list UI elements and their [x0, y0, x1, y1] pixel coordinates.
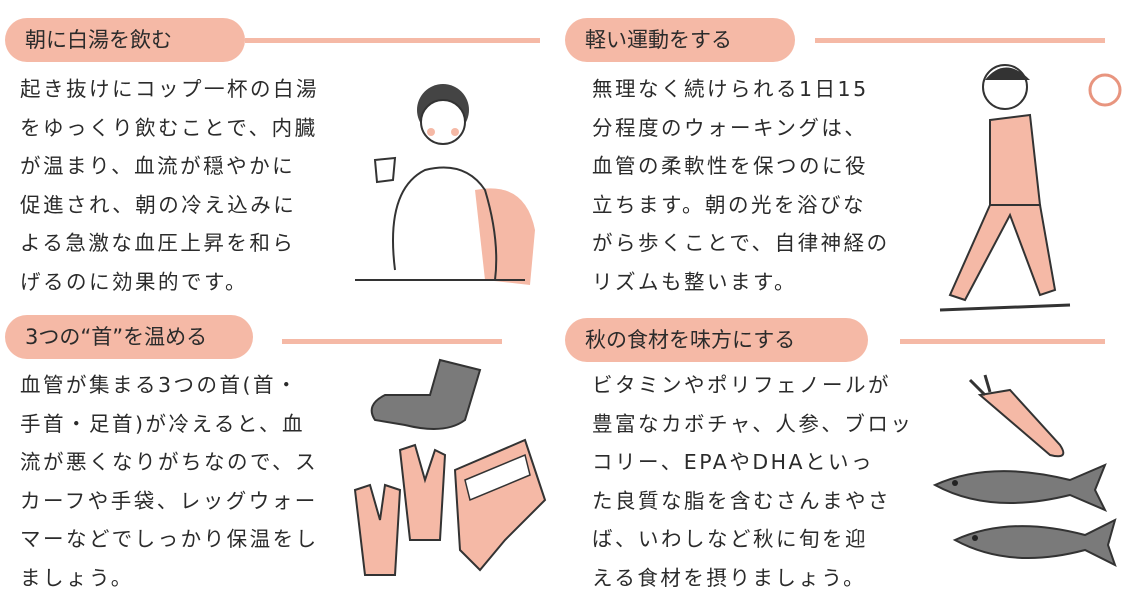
divider — [282, 339, 502, 344]
text-line: コリー、EPAやDHAといっ — [592, 450, 875, 474]
text-line: 血管が集まる3つの首(首・ — [20, 373, 300, 397]
text-line: リズムも整います。 — [592, 269, 797, 294]
text-line: が温まり、血流が穏やかに — [20, 154, 296, 178]
text-line: マーなどでしっかり保温をし — [20, 527, 319, 551]
text-line: ビタミンやポリフェノールが — [592, 373, 891, 397]
text-line: 立ちます。朝の光を浴びな — [592, 192, 866, 217]
carrot-and-fish-illustration — [932, 374, 1117, 567]
divider — [815, 38, 1105, 43]
sock-gloves-scarf-illustration — [353, 358, 547, 576]
section-title-warm-necks: 3つの“首”を温める — [5, 315, 253, 359]
section-title-autumn-food: 秋の食材を味方にする — [565, 318, 868, 362]
text-line: げるのに効果的です。 — [20, 269, 248, 294]
section-body-autumn-food: ビタミンやポリフェノールが 豊富なカボチャ、人参、ブロッ コリー、EPAやDHA… — [592, 366, 913, 597]
section-title-hot-water: 朝に白湯を飲む — [5, 18, 245, 62]
text-line: 促進され、朝の冷え込みに — [20, 192, 297, 217]
text-line: た良質な脂を含むさんまやさ — [592, 488, 891, 513]
text-line: 無理なく続けられる1日15 — [592, 77, 869, 101]
walking-person-illustration — [939, 64, 1122, 312]
text-line: よる急激な血圧上昇を和ら — [20, 231, 296, 255]
text-line: ば、いわしなど秋に旬を迎 — [592, 527, 868, 551]
text-line: 分程度のウォーキングは、 — [592, 115, 868, 140]
woman-drinking-illustration — [355, 84, 535, 285]
text-line: 手首・足首)が冷えると、血 — [20, 411, 306, 436]
text-line: 豊富なカボチャ、人参、ブロッ — [592, 411, 914, 436]
text-line: える食材を摂りましょう。 — [592, 565, 867, 590]
section-body-exercise: 無理なく続けられる1日15 分程度のウォーキングは、 血管の柔軟性を保つのに役 … — [592, 70, 890, 301]
divider — [900, 339, 1105, 344]
section-body-warm-necks: 血管が集まる3つの首(首・ 手首・足首)が冷えると、血 流が悪くなりがちなので、… — [20, 366, 319, 597]
text-line: をゆっくり飲むことで、内臓 — [20, 115, 318, 140]
text-line: 流が悪くなりがちなので、ス — [20, 450, 319, 474]
text-line: 血管の柔軟性を保つのに役 — [592, 154, 868, 178]
text-line: カーフや手袋、レッグウォー — [20, 488, 318, 513]
text-line: がら歩くことで、自律神経の — [592, 231, 890, 255]
section-title-exercise: 軽い運動をする — [565, 18, 795, 62]
text-line: 起き抜けにコップ一杯の白湯 — [20, 77, 319, 101]
divider — [245, 38, 540, 43]
text-line: ましょう。 — [20, 565, 134, 590]
section-body-hot-water: 起き抜けにコップ一杯の白湯 をゆっくり飲むことで、内臓 が温まり、血流が穏やかに… — [20, 70, 319, 301]
